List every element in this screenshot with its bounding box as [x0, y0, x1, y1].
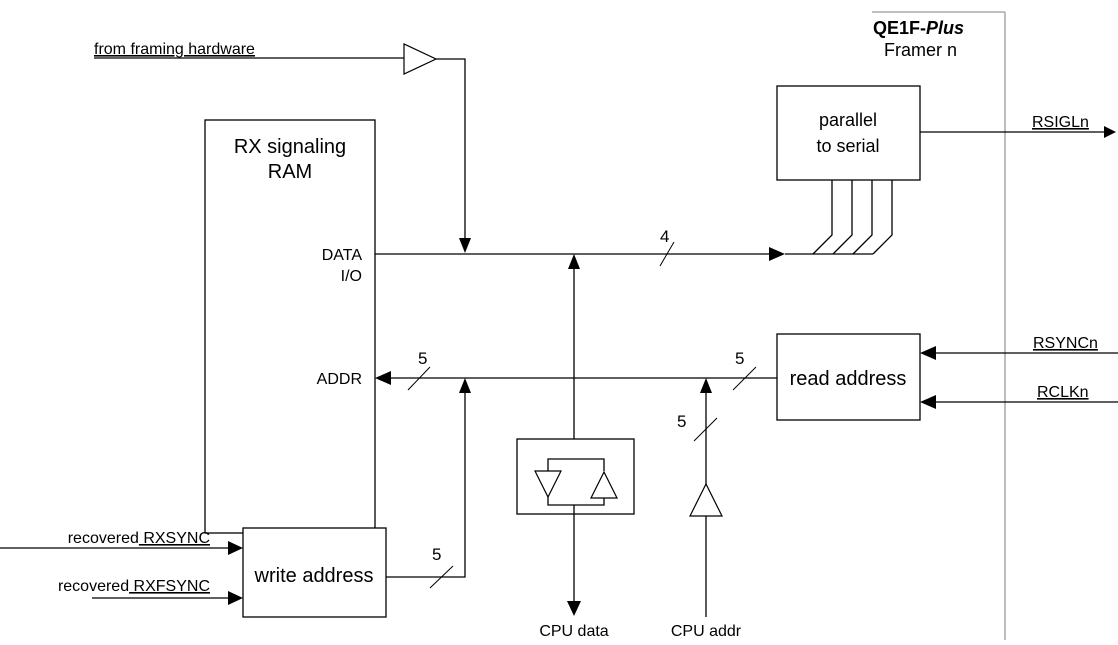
read-addr-width: 5: [735, 349, 744, 368]
write-addr-width: 5: [432, 545, 441, 564]
fanin-wire-3: [852, 180, 873, 255]
write-address-label: write address: [254, 565, 374, 587]
ram-label-line1: RX signaling: [234, 136, 346, 158]
framer-label: Framer n: [884, 40, 957, 60]
rsigl-label: RSIGLn: [1032, 114, 1089, 131]
cpu-addr-width: 5: [677, 412, 686, 431]
rxfsync-arrow-icon: [228, 591, 243, 605]
fanin-wire-2: [832, 180, 853, 255]
read-address-block: [776, 333, 921, 421]
cpu-addr-buffer-icon: [689, 482, 723, 517]
cpu-data-up-arrow-icon: [568, 254, 580, 269]
buffer-up-icon: [590, 470, 618, 499]
read-address-label: read address: [790, 368, 907, 390]
rclk-arrow-icon: [920, 395, 936, 409]
cpu-addr-slash: [693, 417, 718, 442]
parallel-to-serial-block: [776, 85, 921, 181]
rsync-label: RSYNCn: [1033, 335, 1098, 352]
ram-addr-slash: [407, 366, 431, 391]
bidirectional-buffer-box: [516, 438, 635, 515]
cpu-data-down-arrow-icon: [567, 601, 581, 616]
write-addr-wire: [386, 393, 466, 578]
cpu-addr-label: CPU addr: [671, 623, 742, 640]
write-addr-arrow-icon: [459, 378, 471, 393]
ram-addr-width: 5: [418, 349, 427, 368]
cpu-data-label: CPU data: [539, 623, 608, 640]
buffer-down-icon: [534, 470, 562, 499]
rxsync-label: recovered RXSYNC: [68, 530, 210, 547]
io-port-label: I/O: [341, 268, 362, 285]
data-bus-slash: [659, 241, 675, 267]
framing-hardware-label: from framing hardware: [94, 41, 255, 58]
rclk-label: RCLKn: [1037, 384, 1089, 401]
framing-buffer-icon: [403, 43, 438, 75]
data-bus-arrow-icon: [769, 247, 785, 261]
fanin-wire-1: [812, 180, 833, 255]
rsigl-arrow-icon: [1104, 126, 1116, 138]
chip-name: QE1F-Plus: [873, 18, 964, 38]
ram-addr-arrow-icon: [375, 371, 391, 385]
rx-signaling-ram-block: [204, 119, 376, 534]
rsync-arrow-icon: [920, 346, 936, 360]
p2s-label-line1: parallel: [819, 110, 877, 130]
read-addr-slash: [732, 366, 757, 391]
fanin-wire-4: [872, 180, 893, 255]
addr-port-label: ADDR: [317, 371, 362, 388]
write-address-block: [242, 527, 387, 618]
data-bus-width: 4: [660, 227, 669, 246]
ram-label-line2: RAM: [268, 161, 312, 183]
rxfsync-label: recovered RXFSYNC: [58, 578, 210, 595]
write-addr-slash: [429, 565, 454, 589]
buffer-loop-wire: [547, 458, 605, 471]
rxsync-arrow-icon: [228, 541, 243, 555]
p2s-label-line2: to serial: [816, 136, 879, 156]
data-port-label: DATA: [322, 247, 363, 264]
cpu-addr-arrow-icon: [700, 378, 712, 393]
framing-to-bus-wire: [436, 58, 466, 238]
framing-arrow-icon: [459, 238, 471, 253]
